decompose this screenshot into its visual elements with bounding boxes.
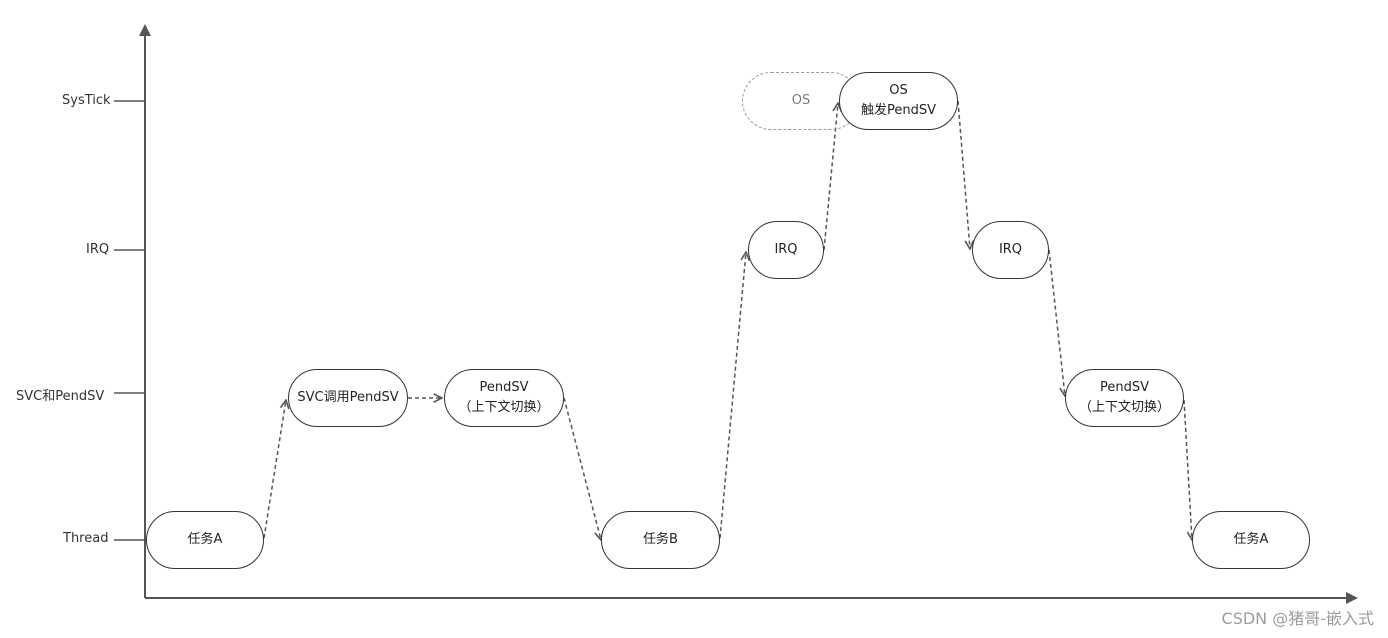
transition-task-b-to-irq <box>719 252 746 539</box>
irq-node-2: IRQ <box>972 221 1049 279</box>
transition-task-a-to-svc <box>263 400 286 539</box>
task-a-start-text: 任务A <box>187 532 223 547</box>
y-axis-arrowhead <box>139 24 151 36</box>
transition-pendsv-to-task-a <box>1183 399 1192 540</box>
pendsv-2-subtitle: （上下文切换） <box>1078 400 1170 415</box>
pendsv-context-switch-node-2: PendSV （上下文切换） <box>1065 369 1184 427</box>
pendsv-1-subtitle: （上下文切换） <box>458 400 550 415</box>
task-b-node: 任务B <box>601 511 720 569</box>
watermark: CSDN @猪哥-嵌入式 <box>1221 609 1374 628</box>
transition-irq-to-pendsv <box>1048 249 1065 396</box>
os-ghost-text: OS <box>791 93 811 108</box>
level-label-irq: IRQ <box>86 242 110 257</box>
level-label-svc-pendsv: SVC和PendSV <box>16 389 105 404</box>
transition-pendsv-to-task-b <box>563 397 601 540</box>
level-label-systick: SysTick <box>62 93 111 108</box>
pendsv-2-title: PendSV <box>1099 380 1149 395</box>
transition-irq-to-os <box>823 103 838 251</box>
os-trigger-title: OS <box>889 83 908 98</box>
irq-2-text: IRQ <box>998 242 1023 257</box>
irq-node-1: IRQ <box>748 221 824 279</box>
task-a-end-text: 任务A <box>1233 532 1269 547</box>
os-trigger-subtitle: 触发PendSV <box>860 103 936 118</box>
svc-call-pendsv-node: SVC调用PendSV <box>288 369 408 427</box>
os-trigger-pendsv-node: OS 触发PendSV <box>839 72 958 130</box>
svc-call-pendsv-text: SVC调用PendSV <box>297 390 399 405</box>
transition-os-to-irq <box>957 100 970 249</box>
task-a-start-node: 任务A <box>146 511 264 569</box>
level-label-thread: Thread <box>63 531 109 546</box>
task-b-text: 任务B <box>643 532 678 547</box>
pendsv-context-switch-node-1: PendSV （上下文切换） <box>444 369 564 427</box>
task-a-end-node: 任务A <box>1192 511 1310 569</box>
pendsv-1-title: PendSV <box>479 380 529 395</box>
irq-1-text: IRQ <box>774 242 798 257</box>
x-axis-arrowhead <box>1346 592 1358 604</box>
